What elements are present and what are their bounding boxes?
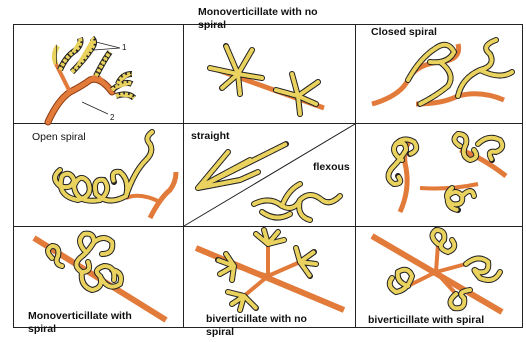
label-monoverticillate-no-spiral: Monoverticillate with no spiral — [198, 6, 318, 32]
label-straight: straight — [191, 130, 230, 143]
panel-4-drawing — [55, 132, 176, 218]
panel-2-drawing — [210, 46, 324, 114]
panel-9-drawing — [372, 230, 502, 312]
label-monoverticillate-spiral: Monoverticillate with spiral — [28, 310, 132, 336]
label-biverticillate-no-spiral: biverticillate with no spiral — [206, 313, 307, 339]
panel-3-drawing — [372, 40, 512, 104]
callout-1: 1 — [122, 41, 126, 54]
label-flexous: flexous — [313, 161, 350, 174]
panel-8-drawing — [196, 230, 344, 310]
panel-6-drawing — [388, 134, 506, 212]
panel-7-drawing — [34, 234, 166, 320]
label-biverticillate-spiral: biverticillate with spiral — [368, 314, 484, 327]
label-closed-spiral: Closed spiral — [371, 26, 437, 39]
panel-5-drawing — [198, 144, 340, 220]
callout-2: 2 — [110, 111, 114, 124]
label-open-spiral: Open spiral — [32, 131, 86, 144]
